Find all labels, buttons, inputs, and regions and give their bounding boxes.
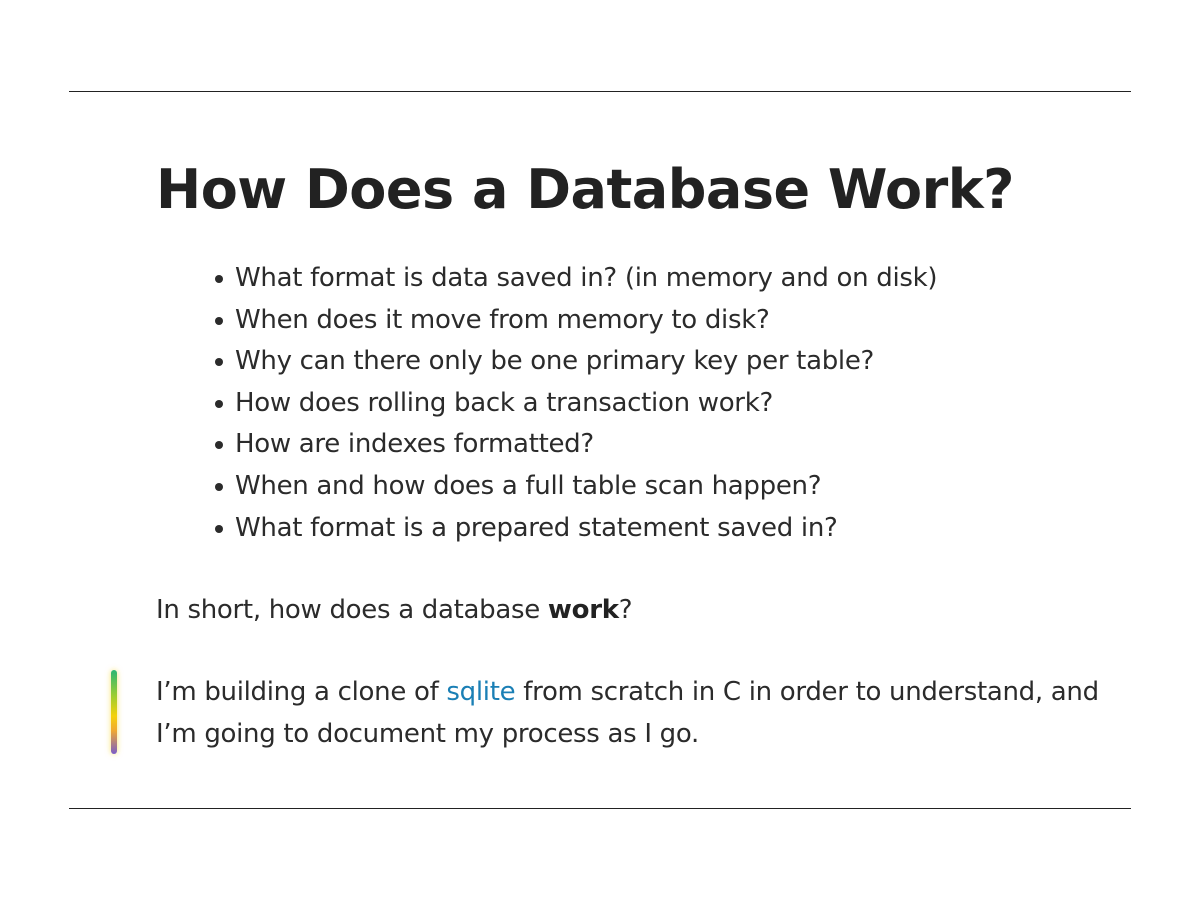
list-item-text: When does it move from memory to disk? xyxy=(235,304,770,335)
list-item: When does it move from memory to disk? xyxy=(215,300,937,342)
list-item: How are indexes formatted? xyxy=(215,424,937,466)
list-item-text: How does rolling back a transaction work… xyxy=(235,387,773,418)
list-item-text: How are indexes formatted? xyxy=(235,429,594,460)
question-list: What format is data saved in? (in memory… xyxy=(215,258,938,550)
list-item-text: What format is data saved in? (in memory… xyxy=(235,263,938,293)
bullet-icon xyxy=(215,275,223,283)
page-title: How Does a Database Work? xyxy=(156,158,1015,221)
list-item-text: Why can there only be one primary key pe… xyxy=(235,346,875,377)
intro-paragraph: I’m building a clone of sqlite from scra… xyxy=(156,671,1116,755)
list-item-text: What format is a prepared statement save… xyxy=(235,512,838,543)
bullet-icon xyxy=(215,441,223,450)
summary-emphasis: work xyxy=(547,595,619,625)
bottom-divider xyxy=(69,808,1131,809)
bullet-icon xyxy=(215,358,223,367)
list-item: How does rolling back a transaction work… xyxy=(215,383,937,425)
list-item-text: When and how does a full table scan happ… xyxy=(235,470,822,501)
intro-text-after-link: from scratch in C in order to understand… xyxy=(156,677,1099,749)
sqlite-link[interactable]: sqlite xyxy=(446,677,516,707)
list-item: When and how does a full table scan happ… xyxy=(215,466,937,508)
bullet-icon xyxy=(215,482,223,491)
list-item: Why can there only be one primary key pe… xyxy=(215,341,937,383)
bullet-icon xyxy=(215,316,223,325)
top-divider xyxy=(69,91,1131,92)
summary-paragraph: In short, how does a database work? xyxy=(156,589,632,631)
intro-text-before-link: I’m building a clone of xyxy=(156,677,447,707)
list-item: What format is a prepared statement save… xyxy=(215,508,937,550)
highlight-bar xyxy=(111,670,117,754)
summary-suffix: ? xyxy=(618,595,633,625)
bullet-icon xyxy=(215,399,223,408)
summary-prefix: In short, how does a database xyxy=(156,595,548,625)
list-item: What format is data saved in? (in memory… xyxy=(215,258,938,300)
bullet-icon xyxy=(215,524,223,533)
